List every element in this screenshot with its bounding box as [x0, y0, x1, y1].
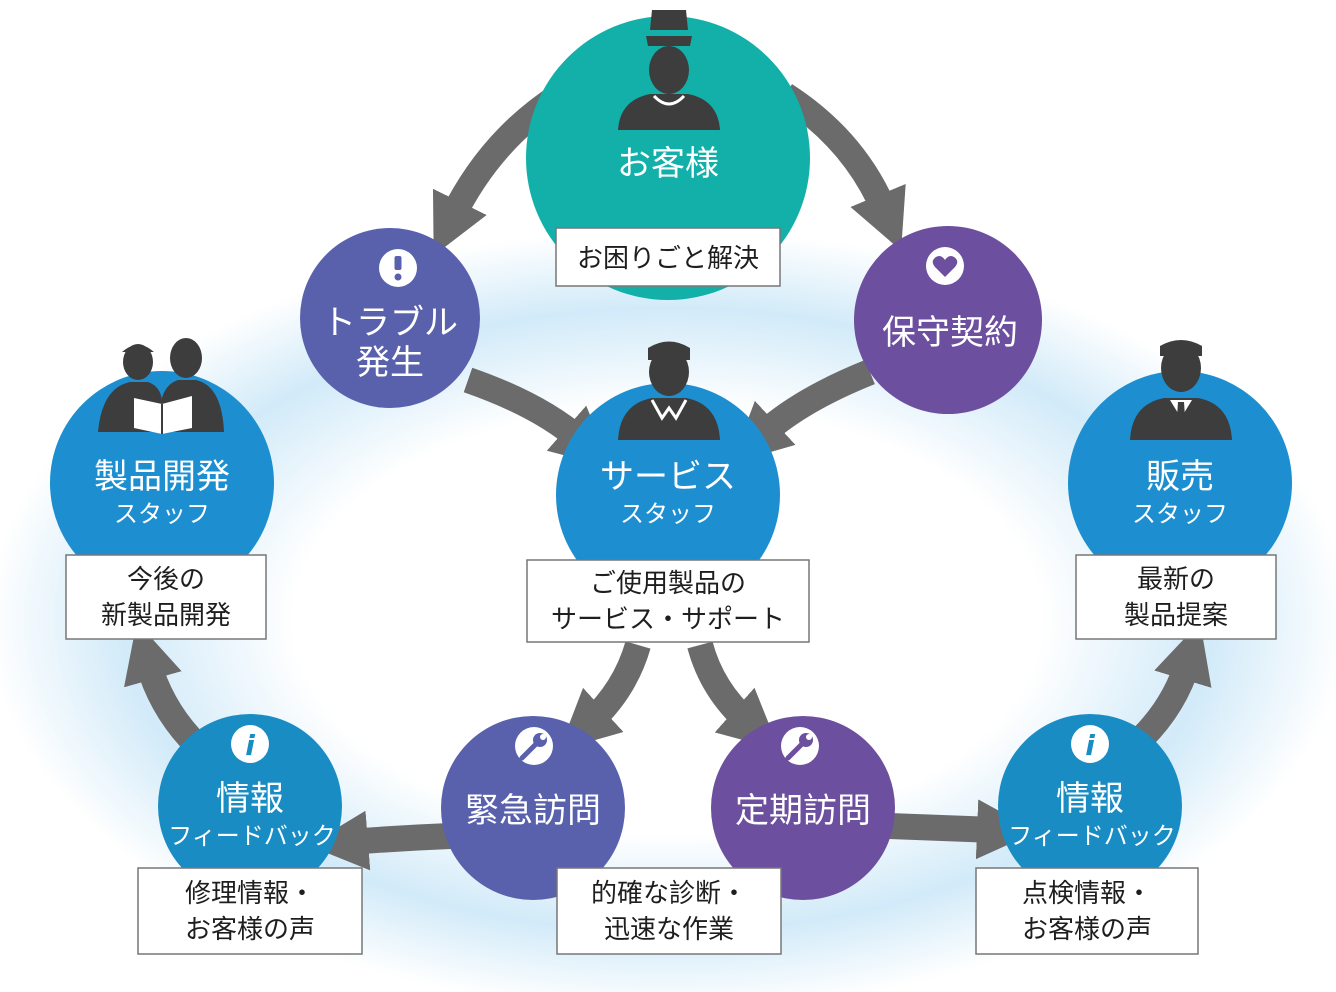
box-feedback-left: 修理情報・ お客様の声: [137, 867, 363, 955]
scarf-mark: [652, 94, 686, 106]
box-sales: 最新の 製品提案: [1075, 554, 1277, 640]
arrow-trouble-to-service: [463, 367, 612, 468]
trouble-line1: トラブル: [322, 303, 458, 343]
box-service-line2: サービス・サポート: [551, 605, 785, 635]
wrench-icon: [515, 727, 553, 765]
info-icon: i: [1071, 725, 1109, 763]
box-feedback-left-line2: お客様の声: [185, 915, 315, 945]
staff-silhouette-icon: [618, 341, 720, 440]
box-customer: お困りごと解決: [555, 227, 781, 287]
customer-title: お客様: [617, 144, 719, 184]
box-product-dev-line2: 新製品開発: [101, 601, 231, 631]
box-customer-line1: お困りごと解決: [577, 244, 759, 274]
contract-title: 保守契約: [882, 313, 1018, 353]
exclamation-icon: [379, 249, 417, 287]
service-title: サービス: [600, 457, 736, 497]
arrow-feedback-left-to-product-dev: [124, 621, 200, 747]
node-service: サービス スタッフ: [556, 341, 780, 607]
arrow-feedback-right-to-sales: [1132, 621, 1212, 748]
feedback-right-subtitle: フィードバック: [1008, 822, 1176, 850]
box-emergency-line2: 迅速な作業: [604, 915, 734, 945]
node-emergency: 緊急訪問: [441, 716, 625, 900]
regular-title: 定期訪問: [735, 791, 871, 831]
feedback-left-subtitle: フィードバック: [168, 822, 336, 850]
trouble-line2: 発生: [356, 343, 424, 383]
svg-text:i: i: [245, 729, 255, 762]
feedback-left-title: 情報: [216, 779, 284, 819]
info-icon: i: [231, 725, 269, 763]
chef-silhouette-icon: [618, 10, 720, 130]
box-service: ご使用製品の サービス・サポート: [526, 559, 810, 643]
svg-text:i: i: [1085, 729, 1095, 762]
tie-mark: [1176, 402, 1186, 438]
box-service-line1: ご使用製品の: [590, 569, 746, 599]
arrow-service-to-emergency: [559, 641, 651, 751]
product-dev-title: 製品開発: [94, 457, 230, 497]
box-sales-line1: 最新の: [1137, 565, 1215, 595]
wrench-icon: [781, 727, 819, 765]
node-product-dev: 製品開発 スタッフ: [50, 338, 274, 595]
node-regular: 定期訪問: [711, 716, 895, 900]
heart-icon: [926, 247, 964, 285]
sales-title: 販売: [1146, 457, 1214, 497]
arrows: [124, 84, 1212, 871]
box-feedback-right-line1: 点検情報・: [1022, 879, 1152, 909]
arrow-regular-to-feedback-right: [887, 799, 1037, 860]
box-sales-line2: 製品提案: [1124, 601, 1228, 631]
feedback-right-title: 情報: [1056, 779, 1124, 819]
box-feedback-right-line2: お客様の声: [1022, 915, 1152, 945]
arrow-service-to-regular: [687, 641, 780, 750]
arrow-emergency-to-feedback-left: [308, 810, 451, 871]
node-trouble: トラブル 発生: [300, 228, 480, 408]
box-feedback-left-line1: 修理情報・: [185, 879, 315, 909]
product-dev-subtitle: スタッフ: [114, 500, 210, 528]
node-contract: 保守契約: [854, 226, 1042, 414]
sales-subtitle: スタッフ: [1132, 500, 1228, 528]
arrow-customer-to-contract: [777, 84, 906, 251]
box-product-dev: 今後の 新製品開発: [65, 554, 267, 640]
collar-mark: [650, 399, 688, 421]
box-emergency: 的確な診断・ 迅速な作業: [556, 867, 782, 955]
box-product-dev-line1: 今後の: [127, 565, 205, 595]
node-feedback-left: i 情報 フィードバック: [158, 714, 342, 898]
emergency-title: 緊急訪問: [465, 791, 601, 831]
box-emergency-line1: 的確な診断・: [591, 879, 747, 909]
box-feedback-right: 点検情報・ お客様の声: [975, 867, 1199, 955]
service-subtitle: スタッフ: [620, 500, 716, 528]
node-feedback-right: i 情報 フィードバック: [998, 714, 1182, 898]
node-sales: 販売 スタッフ: [1068, 340, 1292, 595]
arrow-contract-to-service: [731, 359, 875, 464]
